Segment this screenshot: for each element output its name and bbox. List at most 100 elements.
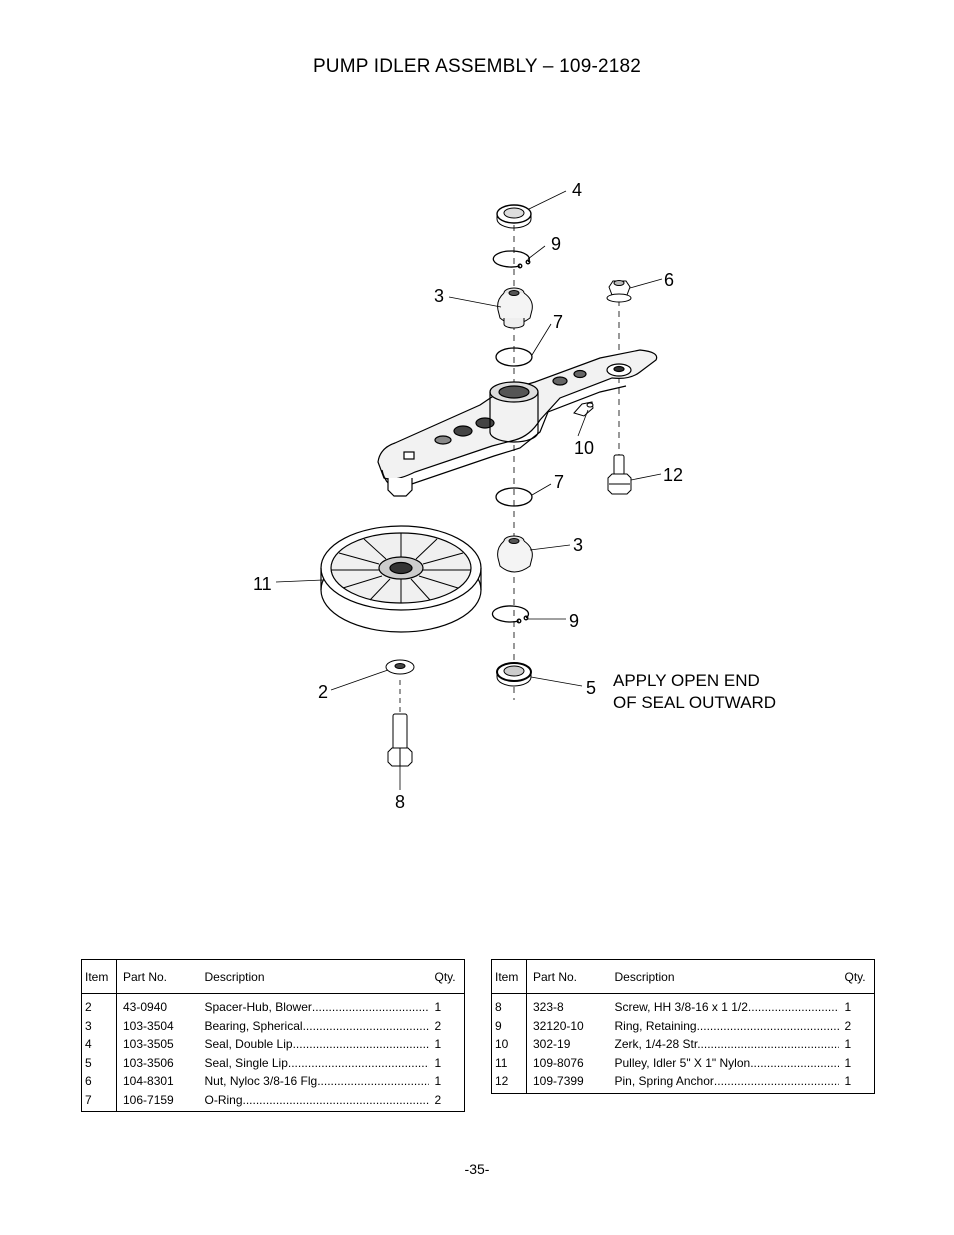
item-cell: 3 <box>81 1016 117 1035</box>
seal-double-lip-part <box>496 204 532 229</box>
part-no-cell: 302-19 <box>533 1037 571 1052</box>
table-row: 9 32120-10 Ring, Retaining 2 <box>491 1016 875 1035</box>
column-header-part-no: Part No. <box>116 959 202 994</box>
item-cell: 11 <box>491 1053 527 1072</box>
part-no-cell: 103-3506 <box>123 1055 174 1070</box>
table-row: 5 103-3506 Seal, Single Lip 1 <box>81 1053 465 1073</box>
seal-note-line-1: APPLY OPEN END <box>613 671 760 690</box>
callout-4: 4 <box>572 180 582 200</box>
part-no-cell: 323-8 <box>533 1000 564 1015</box>
item-cell: 10 <box>491 1035 527 1054</box>
description-cell: Screw, HH 3/8-16 x 1 1/2 <box>612 994 842 1017</box>
description-cell: O-Ring <box>202 1091 432 1112</box>
callout-10: 10 <box>574 438 594 458</box>
qty-cell: 1 <box>844 1055 852 1070</box>
seal-note-line-2: OF SEAL OUTWARD <box>613 693 776 712</box>
idler-pulley-part <box>320 525 482 633</box>
qty-cell: 2 <box>434 1018 442 1033</box>
qty-cell: 2 <box>844 1018 852 1033</box>
spacer-hub-part <box>385 659 415 675</box>
qty-cell: 2 <box>434 1092 442 1107</box>
seal-single-lip-part <box>496 662 532 687</box>
qty-cell: 1 <box>434 1055 442 1070</box>
qty-cell: 1 <box>434 1037 442 1052</box>
column-header-qty: Qty. <box>431 959 465 994</box>
page-title: PUMP IDLER ASSEMBLY – 109-2182 <box>312 56 642 77</box>
part-no-cell: 109-8076 <box>533 1055 584 1070</box>
description-cell: Seal, Single Lip <box>202 1054 432 1073</box>
description-cell: Zerk, 1/4-28 Str. <box>612 1035 842 1054</box>
callout-11: 11 <box>253 574 272 594</box>
part-no-cell: 106-7159 <box>123 1092 174 1107</box>
spring-anchor-pin-part <box>607 454 632 495</box>
retaining-ring-part <box>492 250 531 269</box>
column-header-qty: Qty. <box>841 959 875 994</box>
part-no-cell: 43-0940 <box>123 1000 168 1015</box>
part-no-cell: 104-8301 <box>123 1074 174 1089</box>
o-ring-part <box>495 487 533 507</box>
table-row: 6 104-8301 Nut, Nyloc 3/8-16 Flg 1 <box>81 1072 465 1091</box>
column-header-item: Item <box>81 959 117 994</box>
bearing-part <box>497 535 533 573</box>
qty-cell: 1 <box>844 1074 852 1089</box>
part-no-cell: 103-3504 <box>123 1018 174 1033</box>
nyloc-nut-part <box>606 280 632 303</box>
callout-9: 9 <box>569 611 579 631</box>
part-no-cell: 32120-10 <box>533 1018 584 1033</box>
description-cell: Pulley, Idler 5" X 1" Nylon <box>612 1054 842 1073</box>
callout-9: 9 <box>551 234 561 254</box>
o-ring-part <box>495 347 533 367</box>
parts-table-left: Item Part No. Description Qty. 2 43-0940… <box>81 959 465 1112</box>
zerk-fitting-part <box>573 401 594 417</box>
callout-12: 12 <box>663 465 683 485</box>
idler-arm-part <box>377 349 658 497</box>
qty-cell: 1 <box>434 1000 442 1015</box>
item-cell: 7 <box>81 1090 117 1112</box>
bearing-part <box>497 287 533 329</box>
callout-5: 5 <box>586 678 596 698</box>
part-no-cell: 109-7399 <box>533 1074 584 1089</box>
callout-2: 2 <box>318 682 328 702</box>
qty-cell: 1 <box>434 1074 442 1089</box>
item-cell: 12 <box>491 1072 527 1093</box>
table-row: 2 43-0940 Spacer-Hub, Blower 1 <box>81 993 465 1017</box>
callout-3: 3 <box>573 535 583 555</box>
column-header-description: Description <box>201 959 432 994</box>
table-row: 11 109-8076 Pulley, Idler 5" X 1" Nylon … <box>491 1053 875 1073</box>
description-cell: Spacer-Hub, Blower <box>202 994 432 1017</box>
retaining-ring-part <box>491 605 530 624</box>
table-row: 8 323-8 Screw, HH 3/8-16 x 1 1/2 1 <box>491 993 875 1017</box>
callout-8: 8 <box>395 792 405 812</box>
description-cell: Seal, Double Lip <box>202 1035 432 1054</box>
column-header-item: Item <box>491 959 527 994</box>
item-cell: 6 <box>81 1072 117 1091</box>
item-cell: 9 <box>491 1016 527 1035</box>
table-row: 3 103-3504 Bearing, Spherical 2 <box>81 1016 465 1036</box>
item-cell: 8 <box>491 993 527 1017</box>
callout-7: 7 <box>553 312 563 332</box>
qty-cell: 1 <box>844 1000 852 1015</box>
callout-3: 3 <box>434 286 444 306</box>
hex-screw-part <box>387 713 413 767</box>
part-no-cell: 103-3505 <box>123 1037 174 1052</box>
page-number: -35- <box>464 1161 490 1177</box>
table-header-row: Item Part No. Description Qty. <box>81 959 465 994</box>
table-row: 10 302-19 Zerk, 1/4-28 Str. 1 <box>491 1035 875 1054</box>
table-row: 12 109-7399 Pin, Spring Anchor 1 <box>491 1072 875 1093</box>
callout-6: 6 <box>664 270 674 290</box>
description-cell: Bearing, Spherical <box>202 1017 432 1036</box>
item-cell: 2 <box>81 993 117 1017</box>
column-header-description: Description <box>611 959 842 994</box>
description-cell: Pin, Spring Anchor <box>612 1072 842 1093</box>
table-row: 7 106-7159 O-Ring 2 <box>81 1090 465 1112</box>
item-cell: 4 <box>81 1035 117 1054</box>
qty-cell: 1 <box>844 1037 852 1052</box>
callout-7: 7 <box>554 472 564 492</box>
exploded-parts-diagram: 4 9 3 7 6 10 12 7 3 11 9 2 5 8 APPLY OPE… <box>253 180 776 812</box>
column-header-part-no: Part No. <box>526 959 612 994</box>
table-header-row: Item Part No. Description Qty. <box>491 959 875 994</box>
description-cell: Nut, Nyloc 3/8-16 Flg <box>202 1072 432 1091</box>
table-row: 4 103-3505 Seal, Double Lip 1 <box>81 1035 465 1054</box>
item-cell: 5 <box>81 1053 117 1072</box>
parts-table-right: Item Part No. Description Qty. 8 323-8 S… <box>491 959 875 1094</box>
